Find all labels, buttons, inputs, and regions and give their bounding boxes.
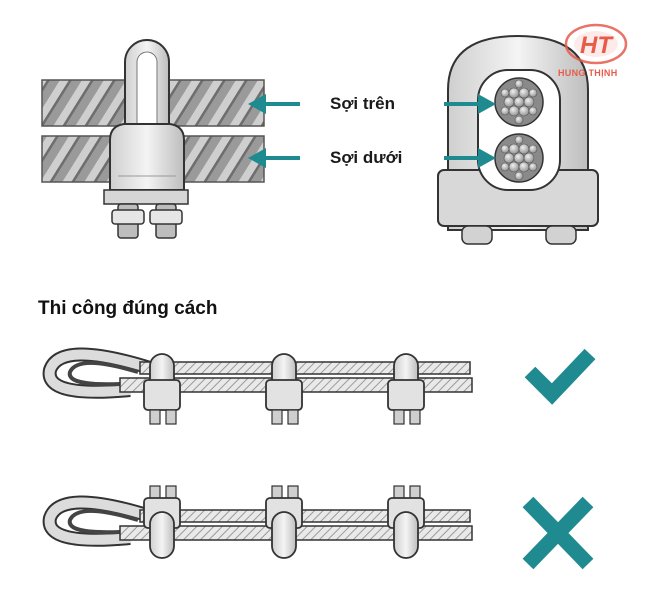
clip-2 — [265, 353, 303, 425]
upper-strand-label: Sợi trên — [330, 94, 395, 113]
upper-strand-cross-section — [494, 77, 544, 127]
logo-mark-text: HT — [580, 32, 614, 59]
arrow-upper-left — [248, 94, 300, 114]
clip-1 — [143, 353, 181, 425]
cross-icon — [522, 496, 594, 570]
clip-saddle — [109, 123, 185, 191]
clip-3-reversed — [387, 485, 425, 559]
clip-side-view — [41, 34, 599, 245]
arrow-lower-left — [248, 148, 300, 168]
lower-strand-cross-section — [494, 133, 544, 183]
lower-strand-label: Sợi dưới — [330, 148, 403, 167]
check-icon — [524, 348, 596, 405]
clip-3 — [387, 353, 425, 425]
logo-name: HUNG THỊNH — [558, 68, 618, 78]
section-title: Thi công đúng cách — [38, 298, 218, 319]
arrow-lower-right — [444, 148, 496, 168]
correct-installation-row — [42, 347, 473, 425]
installation-diagrams — [42, 347, 596, 570]
company-logo: HT HUNG THỊNH — [552, 22, 632, 86]
incorrect-installation-row — [42, 485, 473, 559]
clip-nuts — [103, 189, 189, 239]
arrow-upper-right — [444, 94, 496, 114]
logo-mark-icon: HT — [564, 23, 628, 65]
clip-1-reversed — [143, 485, 181, 559]
clip-2-reversed — [265, 485, 303, 559]
